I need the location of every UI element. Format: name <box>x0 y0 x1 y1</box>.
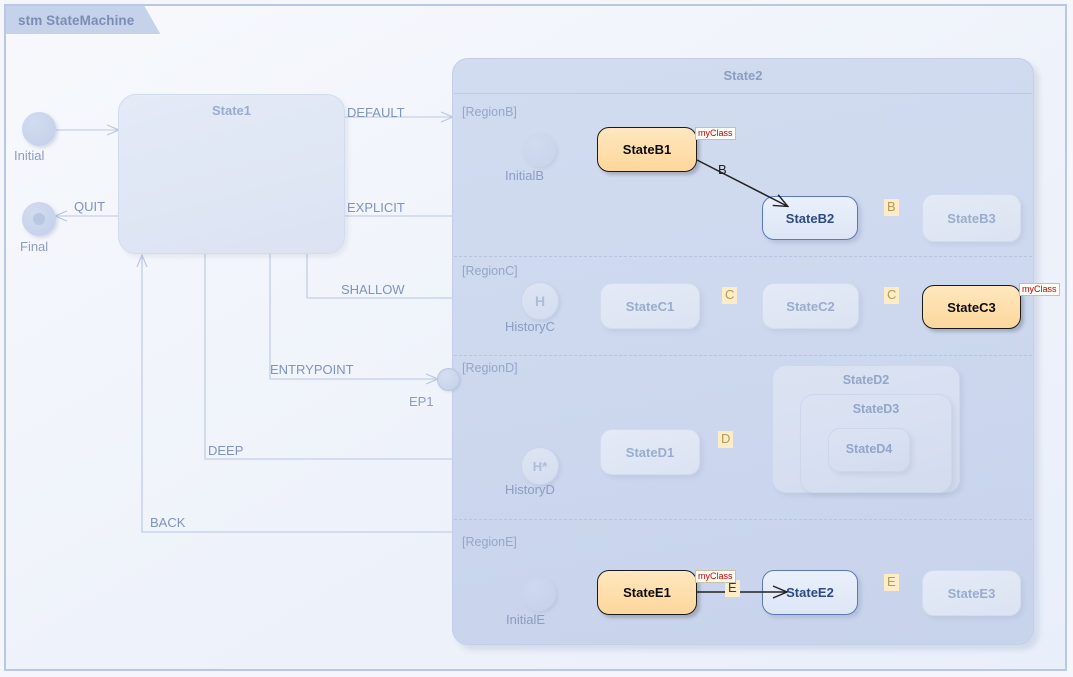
statee1-label: StateE1 <box>623 585 671 600</box>
stereotype-statee1: myClass <box>695 570 736 583</box>
state-statee3[interactable]: StateE3 <box>922 570 1021 616</box>
state-stateb1[interactable]: StateB1 <box>597 127 697 172</box>
label-b1-b2: B <box>718 162 727 177</box>
label-c1-c2: C <box>722 287 738 304</box>
stated2-label: StateD2 <box>842 373 890 387</box>
edge-shallow <box>306 254 452 299</box>
statee2-label: StateE2 <box>786 585 834 600</box>
state-stateb3[interactable]: StateB3 <box>922 194 1021 242</box>
state-statec3[interactable]: StateC3 <box>922 285 1021 329</box>
region-divider-b-c <box>454 256 1032 257</box>
label-entrypoint: ENTRYPOINT <box>270 362 354 377</box>
state1-label: State1 <box>211 103 252 118</box>
label-c2-c3: C <box>884 287 900 304</box>
state2-title: State2 <box>723 68 763 83</box>
region-label-e: [RegionE] <box>462 535 517 549</box>
edge-back <box>142 256 452 533</box>
initial-label: Initial <box>14 148 45 163</box>
final-state[interactable] <box>22 202 56 236</box>
stated4-label: StateD4 <box>845 442 893 456</box>
stateb1-label: StateB1 <box>622 142 672 157</box>
historyd-label: HistoryD <box>505 482 555 497</box>
historyd-glyph: H* <box>532 458 548 474</box>
label-back: BACK <box>150 515 186 530</box>
state2-header-divider <box>454 93 1032 94</box>
initialb-label: InitialB <box>505 168 545 183</box>
initial-pseudostate[interactable] <box>22 112 56 146</box>
region-label-c: [RegionC] <box>462 264 518 278</box>
edge-deep <box>204 254 452 460</box>
initiale-label: InitialE <box>506 612 546 627</box>
state-state1[interactable]: State1 <box>118 94 345 254</box>
state-stated4[interactable]: StateD4 <box>828 428 910 472</box>
region-label-b: [RegionB] <box>462 105 517 119</box>
state-statec2[interactable]: StateC2 <box>762 283 859 329</box>
diagram-title-tab: stm StateMachine <box>6 6 160 34</box>
state-stated1[interactable]: StateD1 <box>600 429 700 475</box>
historyc-glyph: H <box>534 293 546 309</box>
stated3-label: StateD3 <box>852 402 900 416</box>
label-b2-b3: B <box>884 199 899 216</box>
state-statec1[interactable]: StateC1 <box>600 283 700 329</box>
historyc-pseudostate[interactable]: H <box>521 282 559 320</box>
label-e2-e3: E <box>884 574 899 591</box>
final-label: Final <box>20 239 49 254</box>
initialb-pseudostate[interactable] <box>522 133 556 167</box>
label-quit: QUIT <box>74 199 106 214</box>
label-shallow: SHALLOW <box>341 282 405 297</box>
label-explicit: EXPLICIT <box>347 200 405 215</box>
stated1-label: StateD1 <box>625 444 675 460</box>
stateb3-label: StateB3 <box>947 210 996 226</box>
stereotype-stateb1: myClass <box>695 127 736 140</box>
state-statee1[interactable]: StateE1 <box>597 570 697 615</box>
region-divider-d-e <box>454 519 1032 520</box>
statec3-label: StateC3 <box>947 299 996 315</box>
statec1-label: StateC1 <box>625 298 675 314</box>
historyd-pseudostate[interactable]: H* <box>521 447 559 485</box>
initiale-pseudostate[interactable] <box>522 577 556 611</box>
ep1-label: EP1 <box>409 394 434 409</box>
state-stateb2[interactable]: StateB2 <box>762 196 858 240</box>
label-d1-d4: D <box>718 431 734 448</box>
edge-entrypoint <box>269 254 437 379</box>
statec2-label: StateC2 <box>786 298 835 314</box>
region-label-d: [RegionD] <box>462 361 518 375</box>
stereotype-statec3: myClass <box>1019 283 1060 296</box>
label-deep: DEEP <box>208 443 244 458</box>
stateb2-label: StateB2 <box>785 210 835 226</box>
historyc-label: HistoryC <box>505 319 555 334</box>
statee3-label: StateE3 <box>947 585 996 601</box>
label-default: DEFAULT <box>347 105 405 120</box>
ep1-entrypoint[interactable] <box>437 368 460 391</box>
region-divider-c-d <box>454 355 1032 356</box>
state-statee2[interactable]: StateE2 <box>762 570 858 615</box>
